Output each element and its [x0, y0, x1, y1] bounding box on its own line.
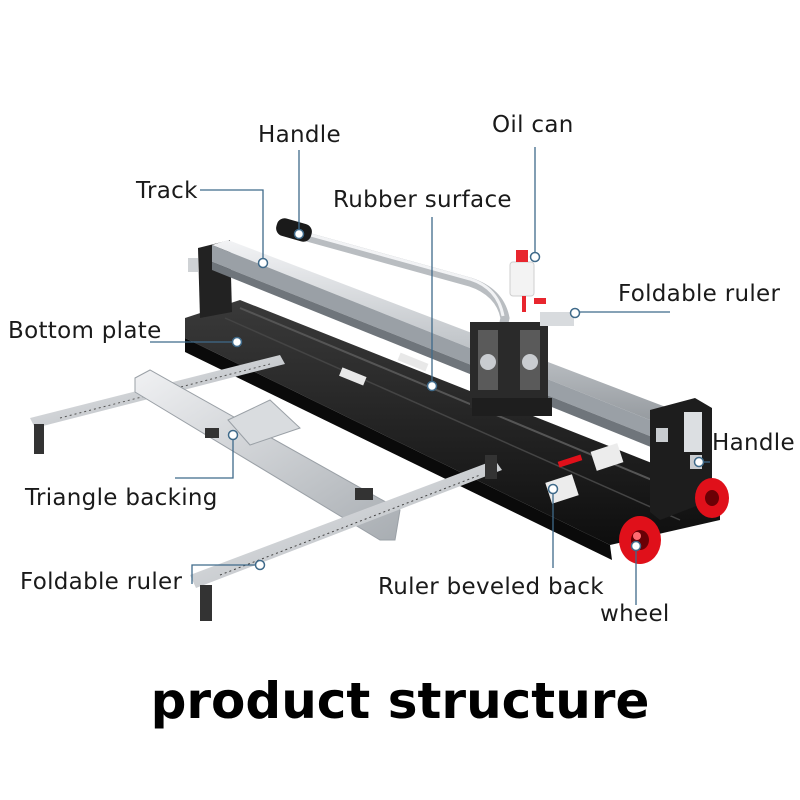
dot-wheel — [630, 540, 642, 552]
dot-bottom-plate — [231, 336, 243, 348]
oil-can-illustration — [509, 250, 546, 312]
foldable-ruler-lower-arm — [190, 455, 502, 621]
label-oil-can: Oil can — [492, 112, 574, 138]
label-ruler-beveled-back: Ruler beveled back — [378, 574, 604, 600]
label-handle-top: Handle — [258, 122, 341, 148]
triangle-backing-frame — [134, 369, 401, 541]
label-track: Track — [136, 178, 198, 204]
dot-ruler-beveled-back — [547, 483, 559, 495]
label-wheel: wheel — [600, 601, 670, 627]
label-foldable-ruler-left: Foldable ruler — [20, 569, 183, 595]
dot-rubber-surface — [426, 380, 438, 392]
dot-foldable-ruler-right — [569, 307, 581, 319]
label-triangle-backing: Triangle backing — [25, 485, 218, 511]
label-handle-right: Handle — [712, 430, 795, 456]
leader-lines — [150, 147, 710, 605]
dot-handle-top — [293, 228, 305, 240]
leader-track — [200, 189, 264, 262]
label-foldable-ruler-right: Foldable ruler — [618, 281, 781, 307]
dot-foldable-ruler-left — [254, 559, 266, 571]
track-rail — [212, 240, 700, 462]
cutter-head — [470, 312, 574, 416]
bottom-plate — [185, 300, 720, 560]
leader-foldable-ruler-left — [191, 564, 260, 584]
dot-triangle-backing — [227, 429, 239, 441]
leader-triangle-backing — [175, 436, 234, 479]
diagram-title: product structure — [150, 672, 650, 730]
dot-track — [257, 257, 269, 269]
dot-oil-can — [529, 251, 541, 263]
marker-dots — [227, 228, 705, 571]
label-rubber-surface: Rubber surface — [333, 187, 512, 213]
label-bottom-plate: Bottom plate — [8, 318, 162, 344]
dot-handle-right — [693, 456, 705, 468]
wheels — [619, 478, 729, 564]
